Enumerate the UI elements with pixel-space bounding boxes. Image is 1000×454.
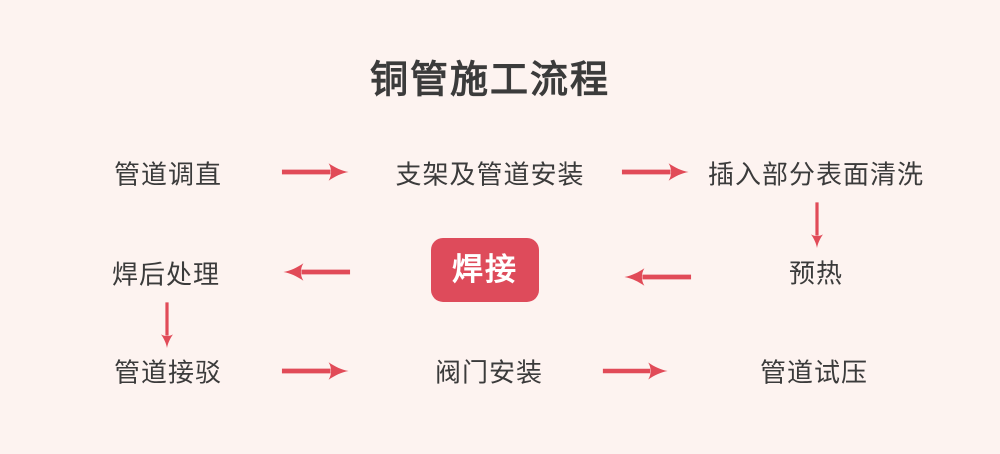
arrow-down-icon	[807, 201, 827, 249]
flow-node-preheat: 预热	[788, 258, 844, 289]
arrow-down-icon	[157, 301, 177, 349]
page-title: 铜管施工流程	[369, 59, 611, 102]
flow-node-valve-install: 阀门安装	[434, 357, 544, 388]
arrow-right-icon	[280, 361, 350, 381]
arrow-left-icon	[623, 267, 693, 287]
flow-node-pressure-test: 管道试压	[759, 357, 869, 388]
flow-node-surface-cleaning: 插入部分表面清洗	[707, 159, 925, 190]
flow-node-bracket-install: 支架及管道安装	[395, 159, 585, 190]
arrow-right-icon	[620, 162, 690, 182]
flow-node-post-weld: 焊后处理	[111, 259, 221, 290]
arrow-right-icon	[601, 361, 669, 381]
flow-node-straightening: 管道调直	[113, 159, 223, 190]
arrow-left-icon	[282, 262, 352, 282]
flow-node-pipe-connection: 管道接驳	[113, 357, 223, 388]
arrow-right-icon	[280, 162, 350, 182]
flow-node-welding: 焊接	[431, 237, 539, 303]
